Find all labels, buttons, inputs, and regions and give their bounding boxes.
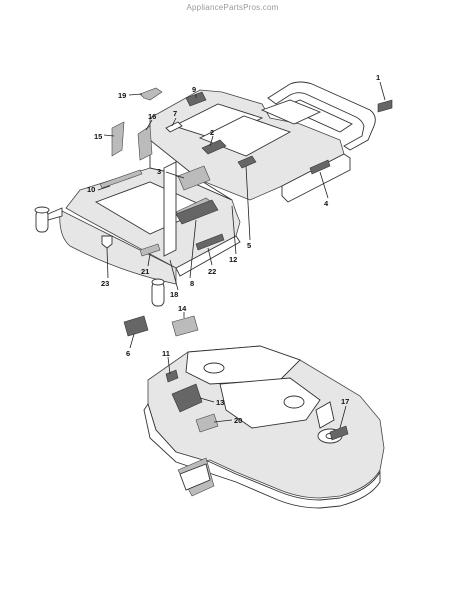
callout-21: 21 [141, 267, 149, 276]
callout-8: 8 [190, 279, 194, 288]
callout-9: 9 [192, 85, 196, 94]
mower-chassis [34, 81, 376, 307]
callout-4: 4 [324, 199, 329, 208]
leader-lines [97, 81, 386, 429]
callout-17: 17 [341, 397, 349, 406]
callout-16: 16 [148, 112, 156, 121]
callout-19: 19 [118, 91, 126, 100]
callout-14: 14 [178, 304, 187, 313]
callout-6: 6 [126, 349, 130, 358]
callout-2: 2 [210, 128, 214, 137]
callout-12: 12 [229, 255, 237, 264]
watermark: AppliancePartsPros.com [186, 3, 279, 12]
callout-13: 13 [216, 398, 224, 407]
callout-labels: 1 2 3 4 5 6 7 8 9 10 11 12 13 14 15 16 1… [87, 73, 380, 425]
callout-3: 3 [157, 167, 161, 176]
callout-20: 20 [234, 416, 242, 425]
callout-23: 23 [101, 279, 109, 288]
decals-loose [123, 315, 199, 337]
callout-11: 11 [162, 349, 170, 358]
callout-1: 1 [376, 73, 380, 82]
callout-7: 7 [173, 109, 177, 118]
callout-15: 15 [94, 132, 102, 141]
callout-18: 18 [170, 290, 178, 299]
decals-upper [99, 87, 393, 257]
callout-5: 5 [247, 241, 251, 250]
callout-22: 22 [208, 267, 216, 276]
cutting-deck [143, 345, 385, 509]
callout-10: 10 [87, 185, 95, 194]
